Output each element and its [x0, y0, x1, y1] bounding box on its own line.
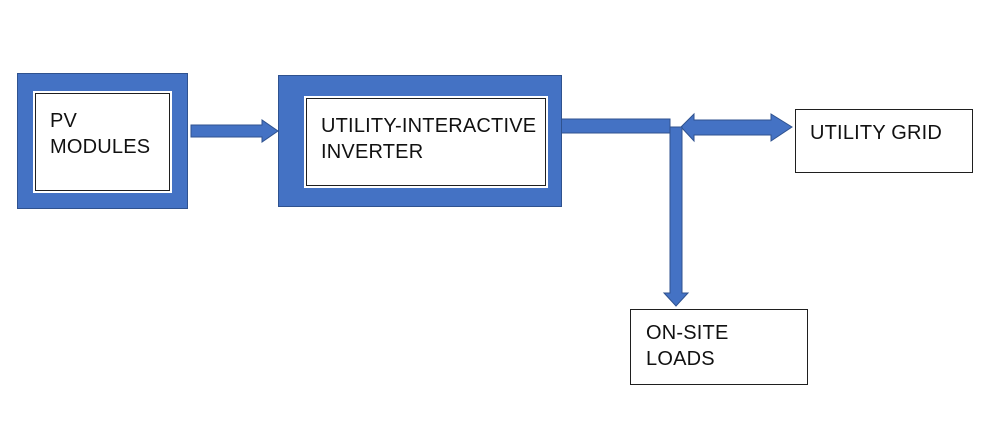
inverter-box: UTILITY-INTERACTIVE INVERTER — [306, 98, 546, 186]
inverter-line-1: UTILITY-INTERACTIVE — [321, 115, 537, 137]
pv-modules-label: PV MODULES — [50, 108, 150, 160]
onsite-loads-line-2: LOADS — [646, 348, 715, 370]
utility-grid-label: UTILITY GRID — [810, 120, 942, 146]
pv-modules-block: PV MODULES — [17, 73, 188, 209]
arrow-bidirectional-grid — [680, 112, 793, 143]
utility-grid-box: UTILITY GRID — [795, 109, 973, 173]
inverter-label: UTILITY-INTERACTIVE INVERTER — [321, 113, 536, 165]
inverter-line-2: INVERTER — [321, 141, 424, 163]
pv-modules-box: PV MODULES — [35, 93, 170, 191]
arrow-pv-to-inverter — [190, 119, 279, 143]
pv-modules-line-2: MODULES — [50, 136, 151, 158]
pv-modules-line-1: PV — [50, 110, 78, 132]
arrow-down-to-loads — [662, 126, 690, 307]
onsite-loads-label: ON-SITE LOADS — [646, 320, 729, 372]
onsite-loads-box: ON-SITE LOADS — [630, 309, 808, 385]
inverter-block: UTILITY-INTERACTIVE INVERTER — [278, 75, 562, 207]
onsite-loads-line-1: ON-SITE — [646, 322, 729, 344]
inverter-output-bus — [560, 118, 671, 134]
utility-grid-line-1: UTILITY GRID — [810, 122, 943, 144]
